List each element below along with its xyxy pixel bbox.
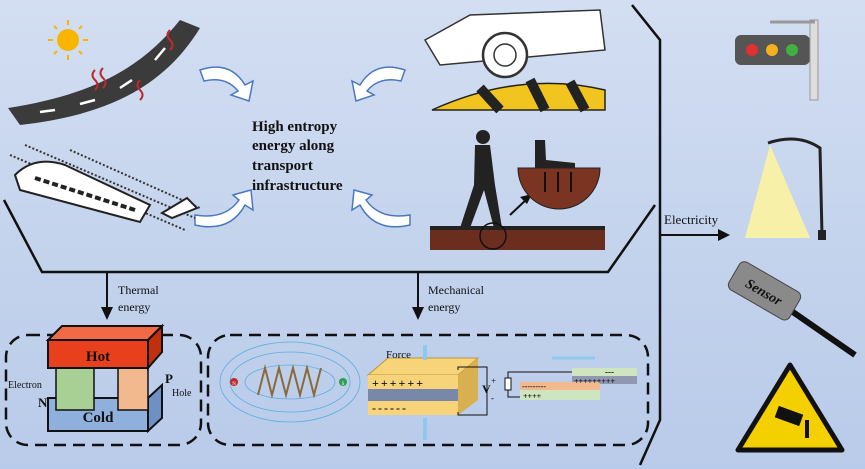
svg-text:P: P (165, 371, 173, 386)
curved-arrows (194, 66, 411, 228)
svg-text:Hole: Hole (172, 388, 192, 399)
train-icon (9, 144, 201, 231)
curved-arrow-icon (194, 189, 254, 228)
top-bracket (2, 199, 657, 274)
svg-text:V: V (482, 382, 491, 396)
svg-text:---: --- (605, 367, 614, 377)
sensor-icon: Sensor (727, 261, 857, 358)
svg-text:energy along: energy along (252, 138, 335, 154)
svg-text:infrastructure: infrastructure (252, 178, 343, 194)
thermoelectric-generator: Hot Cold Electron N P Hole (8, 323, 192, 434)
svg-text:Cold: Cold (83, 410, 115, 426)
curved-arrow-icon (351, 189, 411, 228)
surveillance-camera-sign-icon (735, 362, 845, 453)
svg-text:---------: --------- (522, 382, 546, 391)
sun-icon (48, 20, 88, 60)
traffic-light-icon (735, 19, 819, 101)
mechanical-arrow: Mechanical energy (412, 272, 485, 320)
mechanical-harvester-box (206, 333, 650, 447)
svg-text:High entropy: High entropy (252, 119, 338, 135)
curved-arrow-icon (350, 66, 406, 102)
triboelectric-generator: --- +++++++++ --------- ++++ (504, 356, 637, 401)
right-bracket (631, 4, 662, 466)
svg-text:+++++++++: +++++++++ (574, 377, 615, 386)
svg-text:Hot: Hot (86, 349, 110, 365)
svg-text:++++: ++++ (523, 392, 542, 401)
svg-text:Electricity: Electricity (664, 212, 719, 227)
car-speed-bump-icon (423, 9, 606, 114)
electromagnetic-coil: N S (219, 341, 361, 423)
road-icon (8, 20, 200, 125)
svg-text:transport: transport (252, 158, 313, 174)
svg-text:Thermal: Thermal (118, 283, 159, 297)
svg-text:S: S (342, 382, 345, 387)
svg-text:Mechanical: Mechanical (428, 283, 485, 297)
thermoelectric-box (4, 333, 203, 447)
svg-text:Force: Force (386, 349, 411, 361)
svg-text:energy: energy (428, 300, 460, 314)
svg-text:Electron: Electron (8, 380, 42, 391)
electricity-arrow: Electricity (660, 212, 730, 241)
svg-text:++++++: ++++++ (372, 376, 425, 390)
svg-text:N: N (38, 395, 48, 410)
svg-text:------: ------ (372, 401, 408, 415)
center-title: High entropy energy along transport infr… (252, 119, 343, 194)
svg-text:N: N (232, 382, 236, 387)
curved-arrow-icon (199, 66, 255, 102)
street-lamp-icon (745, 137, 826, 240)
svg-text:-: - (491, 393, 494, 403)
thermal-arrow: Thermal energy (101, 272, 159, 320)
svg-text:+: + (491, 376, 496, 386)
pedestrian-icon (430, 130, 605, 250)
svg-text:energy: energy (118, 300, 150, 314)
piezoelectric-generator: ++++++ ------ Force V + - (366, 345, 496, 440)
